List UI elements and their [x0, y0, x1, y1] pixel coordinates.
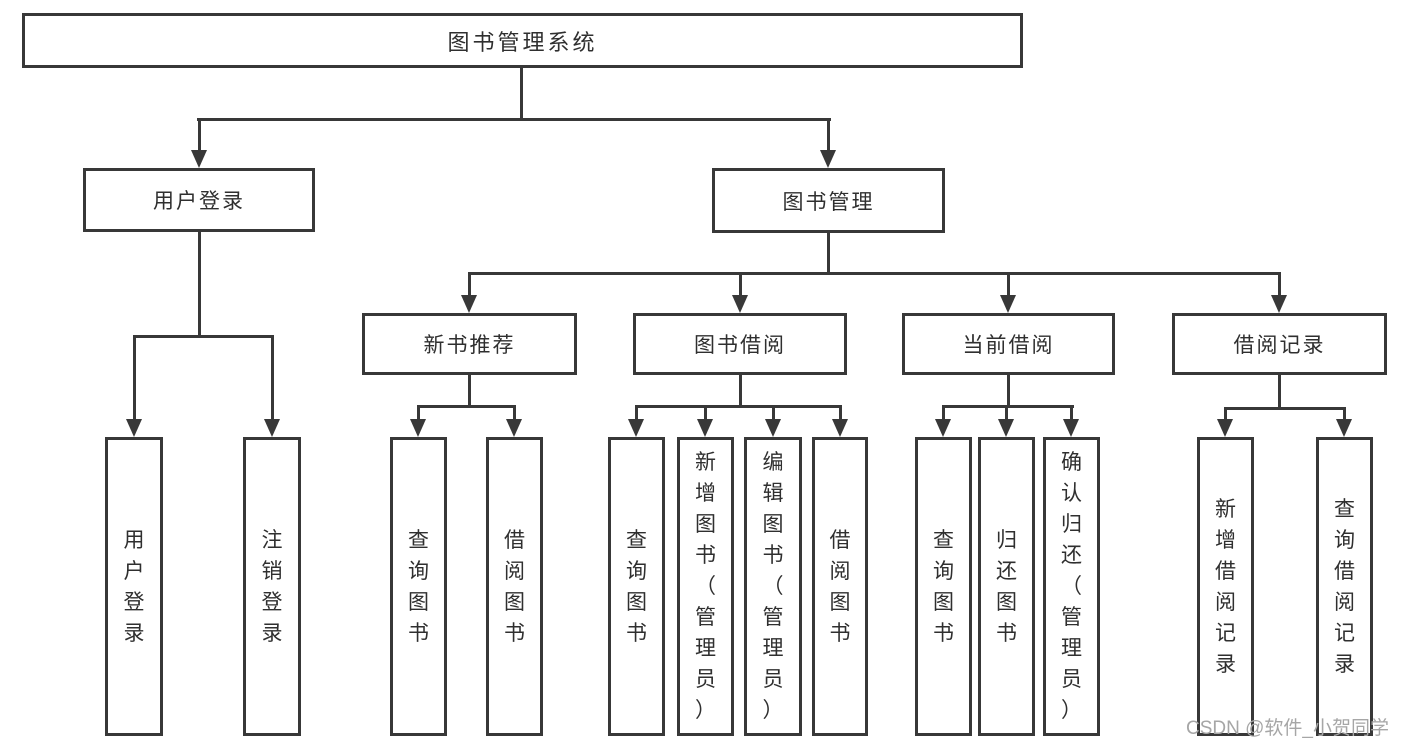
- arrow-down-icon: [935, 419, 951, 437]
- connector-line: [520, 68, 523, 118]
- arrow-down-icon: [264, 419, 280, 437]
- connector-line: [197, 118, 831, 121]
- arrow-down-icon: [832, 419, 848, 437]
- connector-line: [1343, 407, 1346, 421]
- node-book-mgmt-label: 图书管理: [782, 190, 875, 214]
- connector-line: [827, 118, 830, 152]
- node-user-login: 用户登录: [83, 168, 315, 232]
- connector-line: [704, 405, 707, 421]
- connector-line: [133, 335, 274, 338]
- arrow-down-icon: [1000, 295, 1016, 313]
- leaf-borrow-add-label: 新 增 图 书 （ 管 理 员 ）: [695, 451, 716, 722]
- arrow-down-icon: [126, 419, 142, 437]
- leaf-newbooks-query: 查 询 图 书: [390, 437, 447, 736]
- csdn-watermark: CSDN @软件_小贺同学: [1186, 718, 1389, 739]
- leaf-borrow-borrow: 借 阅 图 书: [812, 437, 868, 736]
- leaf-newbooks-query-label: 查 询 图 书: [408, 528, 429, 645]
- connector-line: [839, 405, 842, 421]
- leaf-borrow-borrow-label: 借 阅 图 书: [829, 528, 851, 645]
- arrow-down-icon: [1336, 419, 1352, 437]
- leaf-borrow-edit: 编 辑 图 书 （ 管 理 员 ）: [744, 437, 802, 736]
- arrow-down-icon: [1063, 419, 1079, 437]
- arrow-down-icon: [410, 419, 426, 437]
- arrow-down-icon: [697, 419, 713, 437]
- node-borrow-records-label: 借阅记录: [1233, 334, 1326, 357]
- leaf-records-add-label: 新 增 借 阅 记 录: [1215, 497, 1236, 676]
- connector-line: [1278, 375, 1281, 407]
- leaf-current-return-label: 归 还 图 书: [996, 528, 1017, 645]
- connector-line: [198, 232, 201, 335]
- leaf-user-login: 用 户 登 录: [105, 437, 163, 736]
- node-current-borrow: 当前借阅: [902, 313, 1115, 375]
- connector-line: [1224, 407, 1227, 421]
- arrow-down-icon: [461, 295, 477, 313]
- connector-line: [133, 335, 136, 420]
- leaf-newbooks-borrow: 借 阅 图 书: [486, 437, 543, 736]
- connector-line: [739, 272, 742, 296]
- connector-line: [772, 405, 775, 421]
- leaf-logout-label: 注 销 登 录: [261, 528, 283, 645]
- connector-line: [468, 272, 471, 296]
- connector-line: [468, 375, 471, 405]
- arrow-down-icon: [628, 419, 644, 437]
- arrow-down-icon: [765, 419, 781, 437]
- connector-line: [1005, 405, 1008, 421]
- connector-line: [1224, 407, 1346, 410]
- leaf-borrow-query-label: 查 询 图 书: [626, 528, 647, 645]
- node-book-borrow: 图书借阅: [633, 313, 847, 375]
- leaf-current-confirm-label: 确 认 归 还 （ 管 理 员 ）: [1061, 451, 1082, 722]
- connector-line: [417, 405, 420, 421]
- node-user-login-label: 用户登录: [153, 190, 245, 213]
- connector-line: [1070, 405, 1073, 421]
- node-current-borrow-label: 当前借阅: [962, 334, 1055, 357]
- leaf-current-query: 查 询 图 书: [915, 437, 972, 736]
- leaf-logout: 注 销 登 录: [243, 437, 301, 736]
- node-new-books: 新书推荐: [362, 313, 577, 375]
- leaf-borrow-edit-label: 编 辑 图 书 （ 管 理 员 ）: [762, 451, 784, 722]
- connector-line: [198, 118, 201, 152]
- leaf-records-query-label: 查 询 借 阅 记 录: [1334, 497, 1355, 676]
- arrow-down-icon: [1271, 295, 1287, 313]
- connector-line: [942, 405, 1074, 408]
- arrow-down-icon: [506, 419, 522, 437]
- leaf-current-query-label: 查 询 图 书: [933, 528, 954, 645]
- node-new-books-label: 新书推荐: [423, 334, 516, 357]
- node-root: 图书管理系统: [22, 13, 1023, 68]
- connector-line: [1007, 375, 1010, 405]
- node-borrow-records: 借阅记录: [1172, 313, 1387, 375]
- connector-line: [739, 375, 742, 405]
- connector-line: [271, 335, 274, 420]
- connector-line: [827, 233, 830, 272]
- arrow-down-icon: [732, 295, 748, 313]
- leaf-newbooks-borrow-label: 借 阅 图 书: [504, 528, 525, 645]
- connector-line: [468, 272, 1281, 275]
- node-book-borrow-label: 图书借阅: [694, 334, 786, 357]
- leaf-records-query: 查 询 借 阅 记 录: [1316, 437, 1373, 736]
- connector-line: [417, 405, 516, 408]
- arrow-down-icon: [998, 419, 1014, 437]
- arrow-down-icon: [1217, 419, 1233, 437]
- node-root-label: 图书管理系统: [447, 29, 598, 55]
- connector-line: [635, 405, 638, 421]
- connector-line: [513, 405, 516, 421]
- leaf-current-confirm: 确 认 归 还 （ 管 理 员 ）: [1043, 437, 1100, 736]
- connector-line: [1278, 272, 1281, 296]
- leaf-records-add: 新 增 借 阅 记 录: [1197, 437, 1254, 736]
- connector-line: [635, 405, 842, 408]
- leaf-borrow-query: 查 询 图 书: [608, 437, 665, 736]
- arrow-down-icon: [820, 150, 836, 168]
- arrow-down-icon: [191, 150, 207, 168]
- node-book-mgmt: 图书管理: [712, 168, 945, 233]
- leaf-borrow-add: 新 增 图 书 （ 管 理 员 ）: [677, 437, 734, 736]
- connector-line: [1007, 272, 1010, 296]
- connector-line: [942, 405, 945, 421]
- leaf-user-login-label: 用 户 登 录: [123, 528, 145, 645]
- leaf-current-return: 归 还 图 书: [978, 437, 1035, 736]
